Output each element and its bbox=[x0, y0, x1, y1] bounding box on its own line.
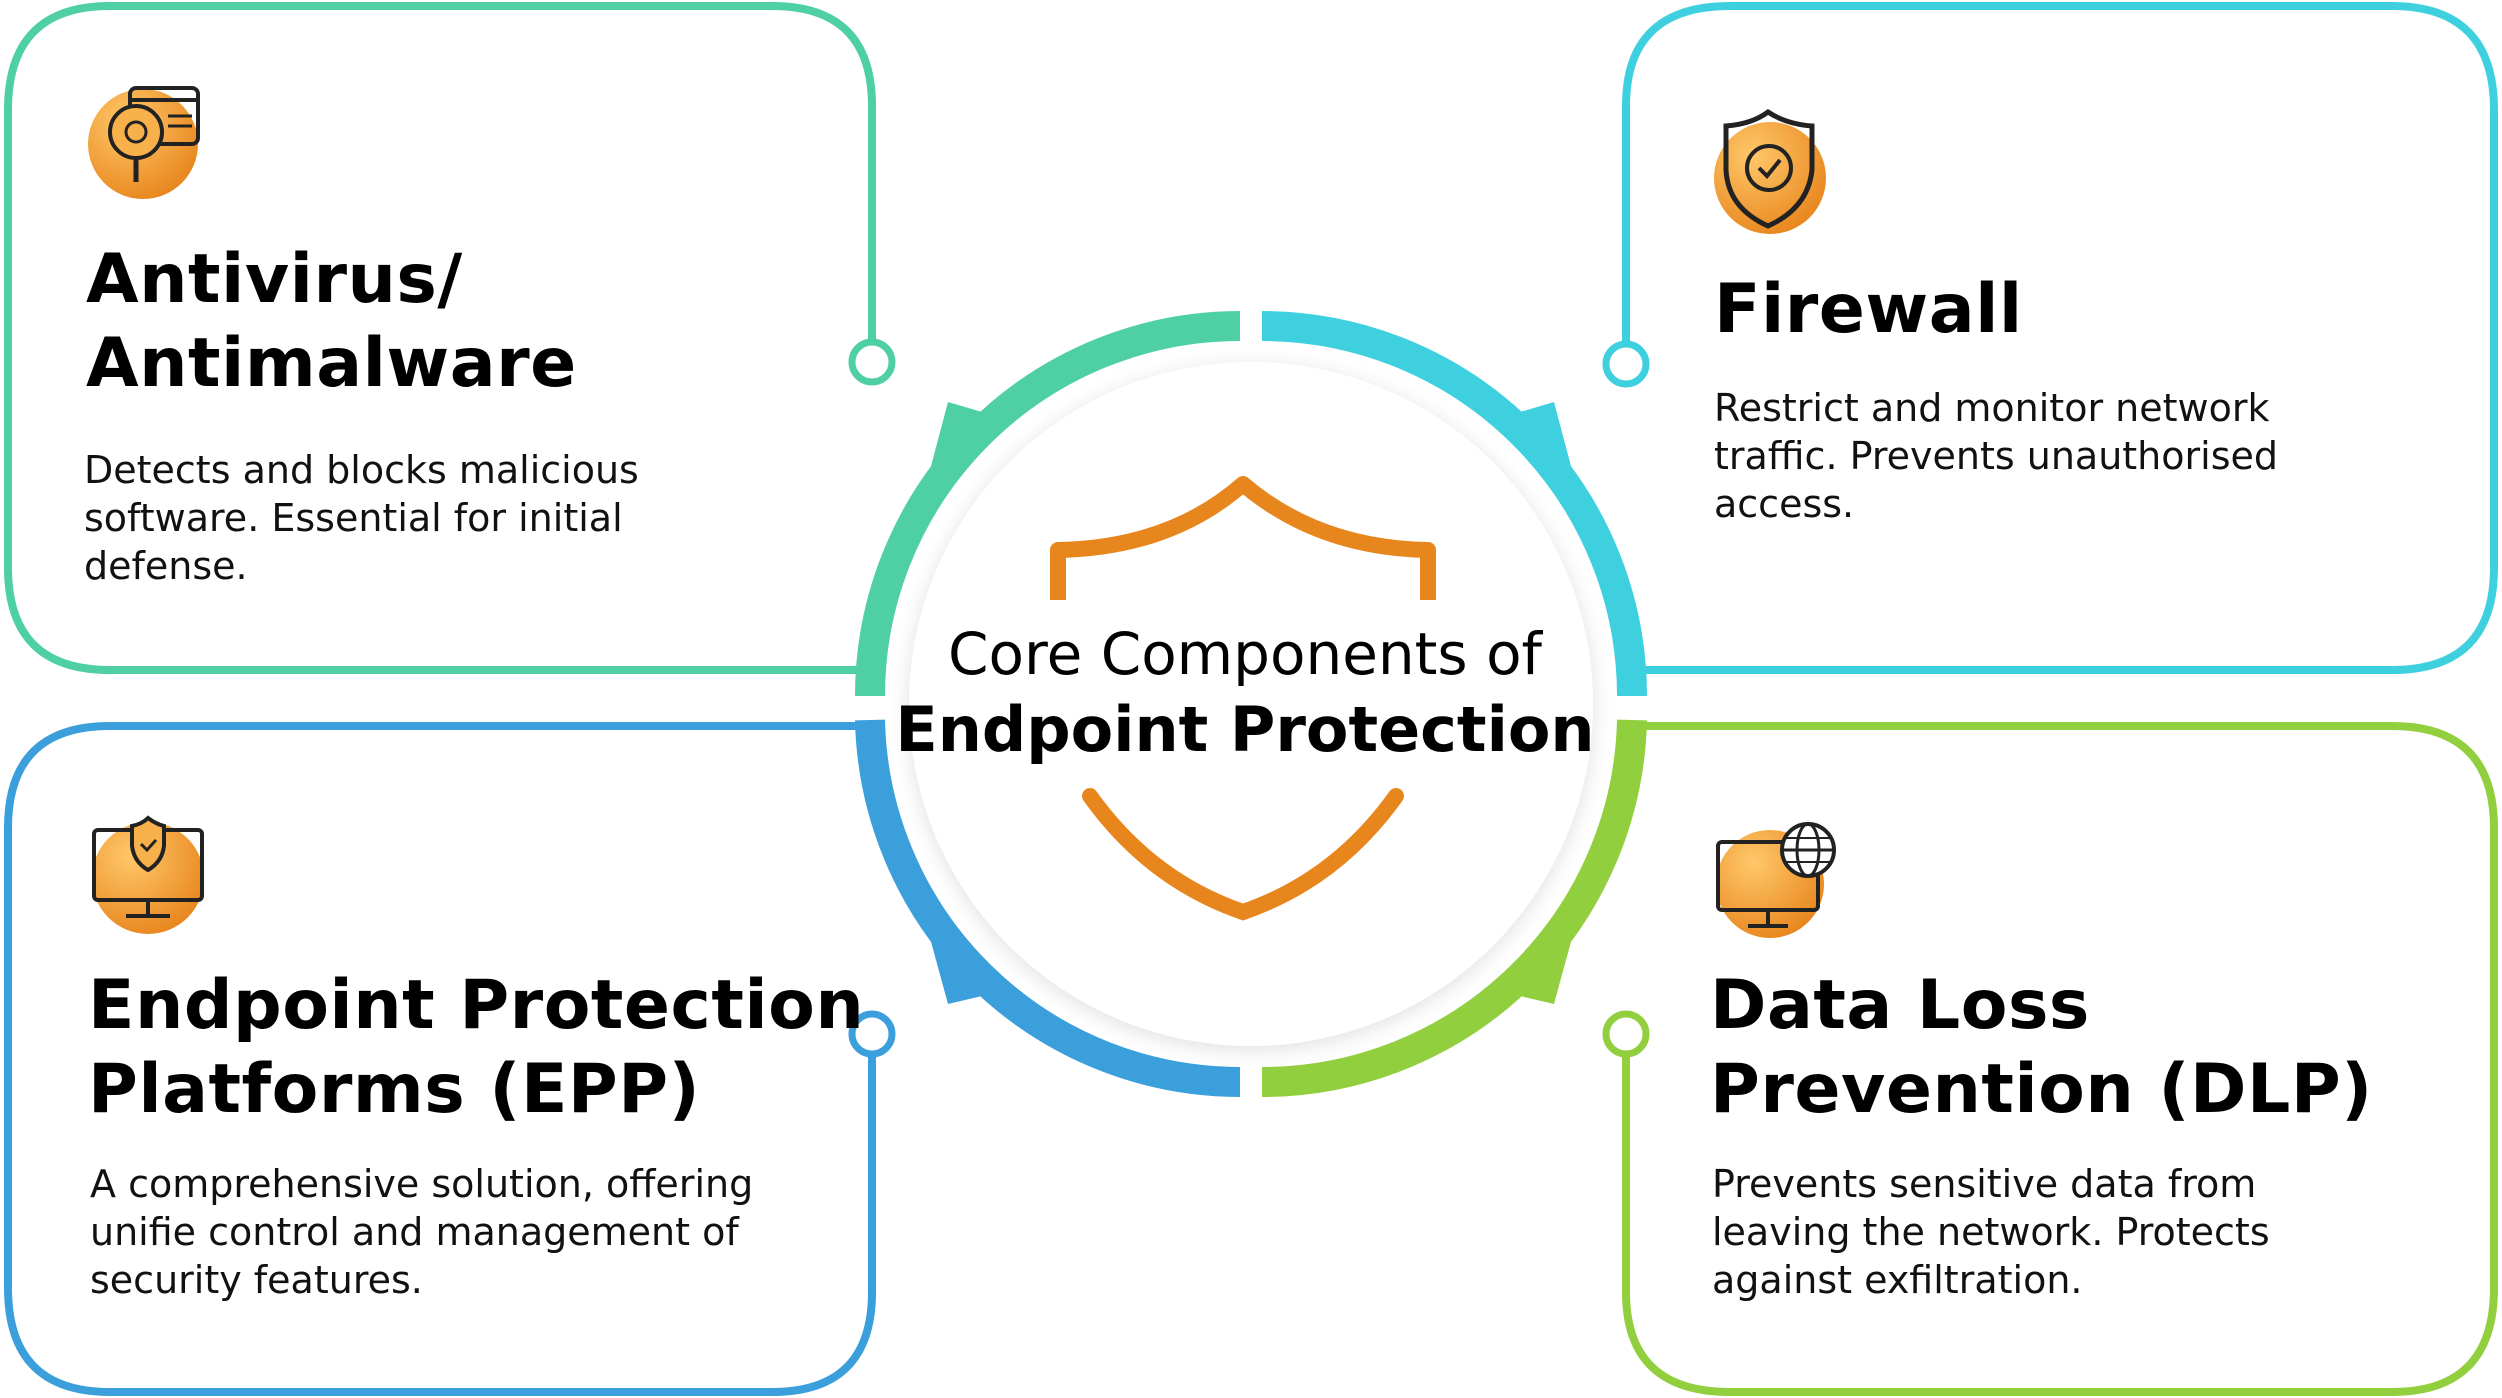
center-ring bbox=[855, 311, 1647, 1097]
card-firewall-description: Restrict and monitor network traffic. Pr… bbox=[1714, 386, 2278, 526]
card-antivirus-description: Detects and blocks malicious software. E… bbox=[84, 448, 639, 588]
card-antivirus-title: Antivirus/ Antimalware bbox=[86, 240, 577, 403]
monitor-globe-icon bbox=[1716, 822, 1836, 938]
ring-segment-blue bbox=[855, 719, 1241, 1097]
center-shield-bottom bbox=[1082, 788, 1404, 921]
card-antivirus-connector bbox=[848, 338, 896, 386]
card-dlp-description: Prevents sensitive data from leaving the… bbox=[1712, 1162, 2270, 1302]
card-epp-border bbox=[4, 722, 876, 1396]
center-disk bbox=[909, 362, 1593, 1046]
card-dlp-connector bbox=[1602, 1010, 1650, 1058]
card-dlp-title: Data Loss Prevention (DLP) bbox=[1710, 966, 2373, 1129]
card-epp-description: A comprehensive solution, offering unifi… bbox=[90, 1162, 754, 1302]
ring-segment-teal bbox=[855, 311, 1241, 697]
ring-arrow-blue bbox=[930, 938, 982, 1004]
center-shield-top bbox=[1050, 476, 1436, 600]
card-epp-connector bbox=[848, 1010, 896, 1058]
card-firewall-connector bbox=[1602, 340, 1650, 388]
card-antivirus-border bbox=[4, 2, 876, 674]
center-title-line2: Endpoint Protection bbox=[895, 693, 1595, 766]
card-firewall-title: Firewall bbox=[1714, 270, 2023, 349]
shield-check-icon bbox=[1714, 108, 1826, 234]
ring-arrow-green bbox=[1520, 938, 1572, 1004]
card-dlp-border bbox=[1622, 722, 2498, 1396]
card-epp-title: Endpoint Protection Platforms (EPP) bbox=[88, 966, 865, 1129]
ring-segment-cyan bbox=[1261, 311, 1647, 697]
ring-arrow-teal bbox=[930, 402, 982, 470]
center-title-line1: Core Components of bbox=[948, 620, 1542, 688]
ring-arrow-cyan bbox=[1520, 402, 1572, 470]
monitor-shield-icon bbox=[92, 815, 204, 934]
card-firewall-border bbox=[1622, 2, 2498, 674]
bug-scan-icon bbox=[88, 86, 200, 199]
ring-segment-green bbox=[1261, 719, 1647, 1097]
